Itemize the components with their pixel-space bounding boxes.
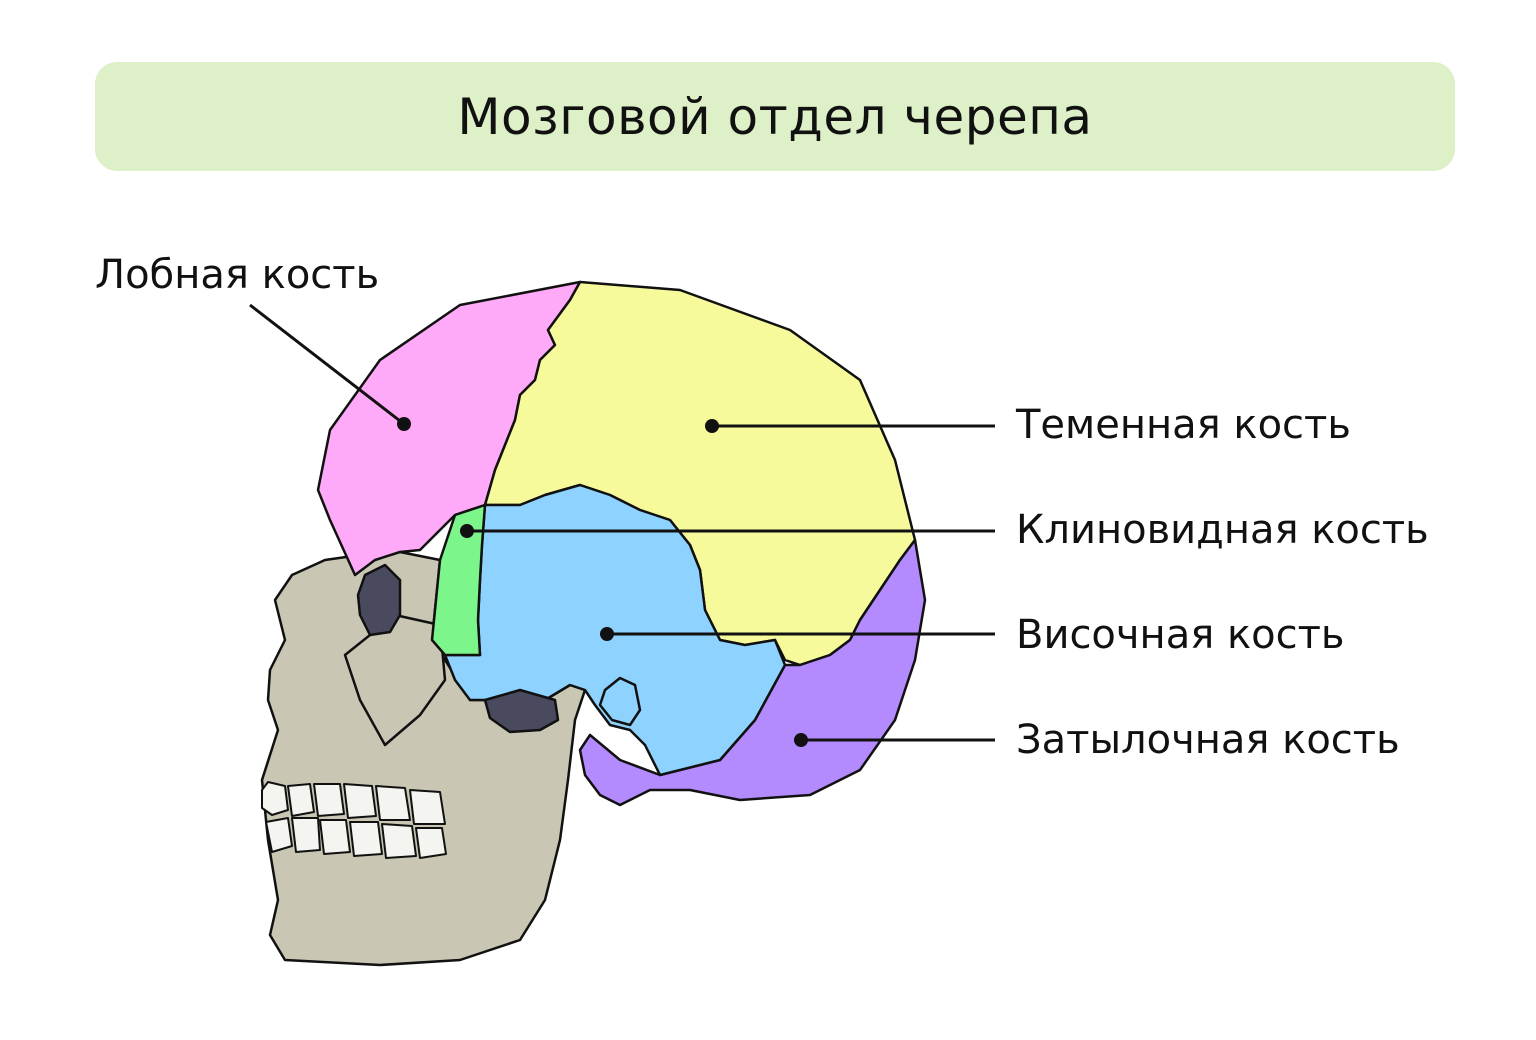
parietal-marker <box>705 419 719 433</box>
label-occipital: Затылочная кость <box>1016 717 1400 763</box>
page-title: Мозговой отдел черепа <box>457 87 1093 146</box>
title-banner: Мозговой отдел черепа <box>95 62 1455 171</box>
sphenoid-bone <box>430 503 487 657</box>
label-frontal: Лобная кость <box>95 252 380 298</box>
occipital-marker <box>794 733 808 747</box>
label-temporal: Височная кость <box>1016 612 1345 658</box>
frontal-leader <box>249 303 405 426</box>
temporal-marker <box>600 627 614 641</box>
ear-canal <box>483 688 560 734</box>
temporal-bone <box>443 483 787 777</box>
frontal-marker <box>397 417 411 431</box>
label-sphenoid: Клиновидная кость <box>1016 507 1429 553</box>
teeth <box>261 781 447 859</box>
sphenoid-marker <box>460 524 474 538</box>
mastoid-process <box>598 676 642 727</box>
zygomatic-bone <box>343 613 447 747</box>
orbit <box>356 563 402 637</box>
label-parietal: Теменная кость <box>1016 402 1351 448</box>
